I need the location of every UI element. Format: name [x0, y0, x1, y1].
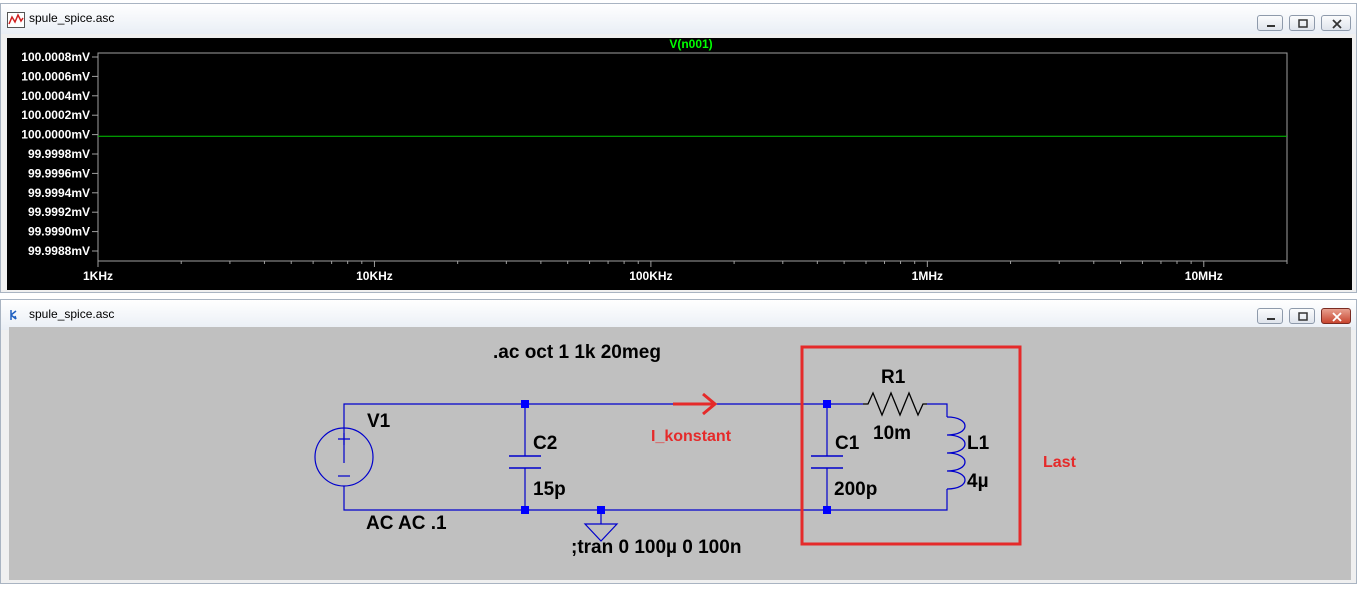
- source-symbol: [314, 427, 374, 487]
- x-tick-label: 10MHz: [1185, 269, 1223, 283]
- x-axis: 1KHz 10KHz 100KHz 1MHz 10MHz: [83, 261, 1288, 283]
- plot-frame: [97, 52, 1288, 262]
- y-tick-label: 99.9998mV: [28, 147, 90, 161]
- ground-icon[interactable]: [583, 523, 619, 542]
- capacitor-c2[interactable]: C2 15p: [509, 433, 566, 500]
- plot-window-titlebar[interactable]: spule_spice.asc: [1, 4, 1356, 34]
- wire-r1-l1: [927, 403, 948, 417]
- node-dot: [521, 506, 529, 514]
- node-dot: [823, 400, 831, 408]
- plot-area[interactable]: V(n001) 100.0008mV100.0006mV100.0004mV10…: [7, 38, 1352, 290]
- inductor-l1[interactable]: L1 4µ: [946, 416, 990, 492]
- c1-name[interactable]: C1: [835, 433, 860, 454]
- schematic-window: spule_spice.asc: [0, 299, 1357, 584]
- y-tick-label: 99.9996mV: [28, 166, 90, 180]
- load-highlight-box: [800, 345, 1022, 546]
- y-tick-label: 99.9992mV: [28, 205, 90, 219]
- y-tick-label: 99.9990mV: [28, 225, 90, 239]
- tran-directive[interactable]: ;tran 0 100µ 0 100n: [571, 537, 741, 558]
- wires: [343, 403, 948, 524]
- l1-value[interactable]: 4µ: [967, 471, 989, 492]
- schematic-window-title: spule_spice.asc: [29, 307, 115, 321]
- node-dot: [521, 400, 529, 408]
- x-tick-label: 10KHz: [356, 269, 393, 283]
- restore-icon: [1298, 312, 1308, 321]
- resistor-r1[interactable]: R1 10m: [863, 367, 927, 444]
- nodes: [521, 400, 831, 514]
- minimize-button[interactable]: [1257, 15, 1283, 31]
- wire-bottom: [343, 486, 948, 511]
- node-dot: [597, 506, 605, 514]
- c2-value[interactable]: 15p: [533, 479, 566, 500]
- close-icon: [1332, 19, 1342, 29]
- capacitor-c1[interactable]: C1 200p: [811, 433, 877, 500]
- inductor-symbol: [946, 416, 966, 490]
- y-axis: 100.0008mV 100.0006mV 100.0004mV 100.0002mV…: [21, 50, 98, 258]
- c1-value[interactable]: 200p: [834, 479, 877, 500]
- y-tick-label: 99.9994mV: [28, 186, 90, 200]
- r1-name[interactable]: R1: [881, 367, 906, 388]
- wire-top: [343, 403, 863, 463]
- c2-name[interactable]: C2: [533, 433, 557, 454]
- r1-value[interactable]: 10m: [873, 423, 911, 444]
- restore-icon: [1298, 19, 1308, 28]
- schematic-canvas[interactable]: V1 AC AC .1 C2 15p C1 200p R1 10m: [9, 327, 1351, 580]
- current-arrow-icon: [673, 392, 718, 416]
- close-icon: [1332, 312, 1342, 322]
- y-tick-label: 100.0004mV: [21, 89, 90, 103]
- capacitor-symbol: [509, 455, 541, 469]
- ac-directive[interactable]: .ac oct 1 1k 20meg: [493, 342, 661, 363]
- y-tick-label: 100.0008mV: [21, 50, 90, 64]
- x-tick-label: 1KHz: [83, 269, 113, 283]
- v1-name[interactable]: V1: [367, 411, 391, 432]
- y-tick-label: 99.9988mV: [28, 244, 90, 258]
- minimize-icon: [1267, 318, 1275, 320]
- v1-value[interactable]: AC AC .1: [366, 513, 447, 534]
- y-tick-label: 100.0006mV: [21, 69, 90, 83]
- trace-label[interactable]: V(n001): [669, 38, 712, 51]
- voltage-source-v1[interactable]: V1 AC AC .1: [314, 411, 447, 534]
- plus-icon: [338, 433, 350, 445]
- current-label[interactable]: I_konstant: [651, 428, 732, 445]
- resistor-symbol: [863, 391, 927, 417]
- plot-window-title: spule_spice.asc: [29, 11, 115, 25]
- close-button[interactable]: [1321, 308, 1351, 324]
- close-button[interactable]: [1321, 15, 1351, 31]
- node-dot: [823, 506, 831, 514]
- restore-button[interactable]: [1289, 308, 1315, 324]
- schematic-window-titlebar[interactable]: spule_spice.asc: [1, 300, 1356, 330]
- minimize-button[interactable]: [1257, 308, 1283, 324]
- l1-name[interactable]: L1: [967, 433, 990, 454]
- minimize-icon: [1267, 25, 1275, 27]
- capacitor-symbol: [811, 455, 843, 469]
- y-tick-label: 100.0000mV: [21, 128, 90, 142]
- x-tick-label: 1MHz: [912, 269, 943, 283]
- y-tick-label: 100.0002mV: [21, 108, 90, 122]
- waveform-icon: [7, 12, 25, 28]
- load-label[interactable]: Last: [1043, 454, 1077, 471]
- schematic-icon: [10, 310, 17, 320]
- restore-button[interactable]: [1289, 15, 1315, 31]
- x-tick-label: 100KHz: [629, 269, 672, 283]
